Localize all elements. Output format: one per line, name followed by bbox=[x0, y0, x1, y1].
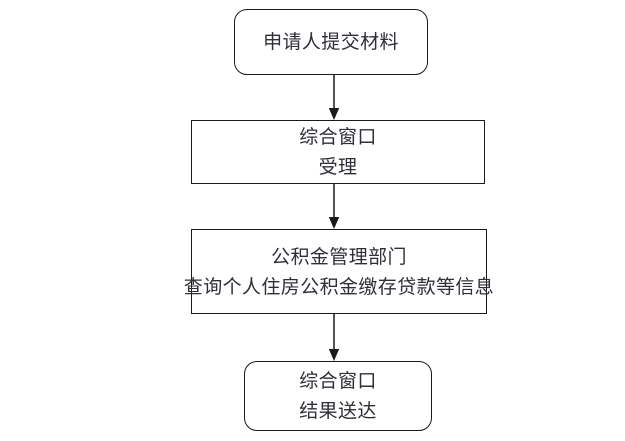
node-submit-materials[interactable]: 申请人提交材料 bbox=[234, 9, 428, 75]
node-comprehensive-window-accept[interactable]: 综合窗口 受理 bbox=[191, 120, 485, 184]
node-fund-management-query[interactable]: 公积金管理部门 查询个人住房公积金缴存贷款等信息 bbox=[184, 229, 494, 314]
node-comprehensive-window-deliver[interactable]: 综合窗口 结果送达 bbox=[244, 361, 432, 431]
node-label-line: 查询个人住房公积金缴存贷款等信息 bbox=[183, 275, 495, 298]
node-label-line: 综合窗口 bbox=[299, 370, 377, 392]
node-label-line: 结果送达 bbox=[299, 400, 377, 422]
node-label-line: 申请人提交材料 bbox=[263, 31, 399, 53]
node-label-line: 受理 bbox=[318, 156, 358, 178]
node-label-line: 公积金管理部门 bbox=[271, 245, 407, 268]
edge-query-to-deliver bbox=[328, 314, 340, 361]
node-label-line: 综合窗口 bbox=[299, 126, 377, 148]
edge-accept-to-query bbox=[328, 184, 340, 229]
edge-submit-to-accept bbox=[328, 75, 340, 120]
